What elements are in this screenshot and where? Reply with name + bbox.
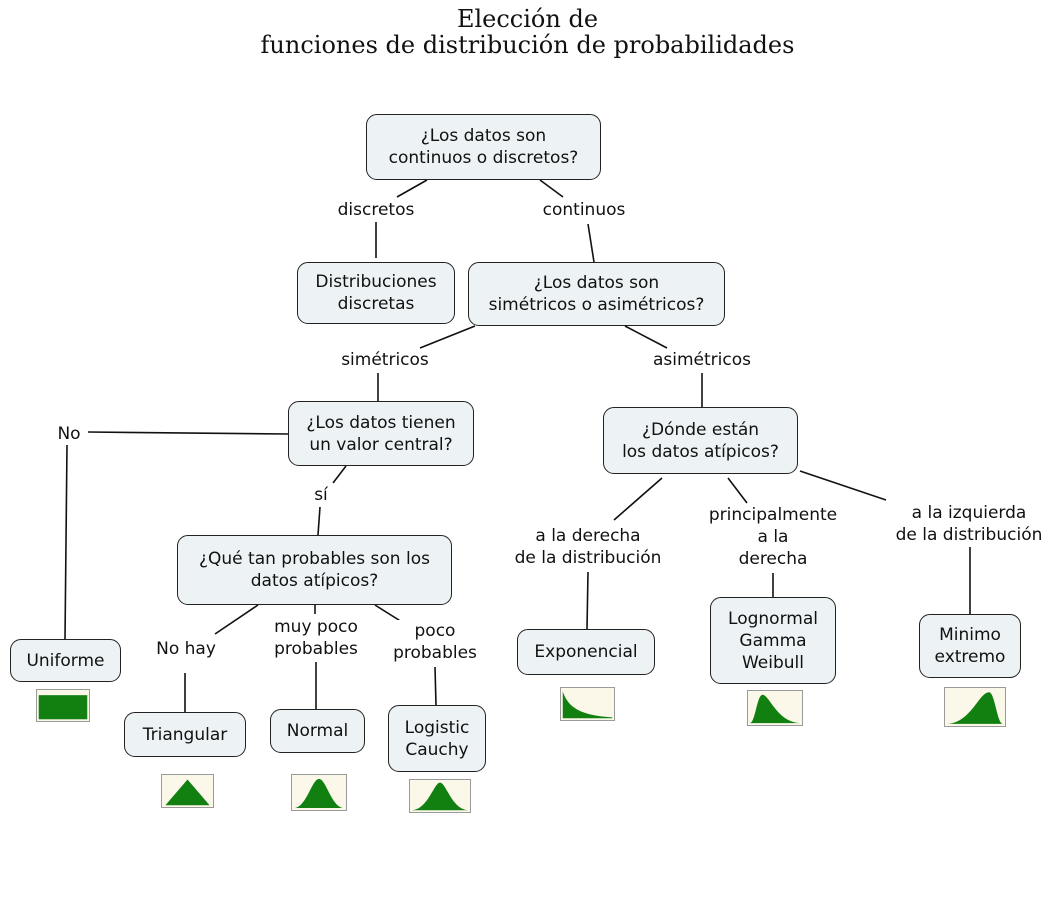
label-si: sí	[305, 484, 337, 506]
node-triangular: Triangular	[124, 712, 246, 757]
node-minimum-extreme: Minimo extremo	[919, 614, 1021, 678]
label-no-hay: No hay	[148, 638, 224, 660]
edge-central-si	[332, 465, 347, 484]
triangular-shape-icon	[161, 774, 214, 808]
label-discretos: discretos	[326, 199, 426, 221]
node-uniform: Uniforme	[10, 639, 121, 682]
edge-si-node	[317, 506, 321, 536]
label-derecha-distribucion: a la derecha de la distribución	[503, 525, 673, 569]
edge-root-discretos	[396, 179, 428, 198]
edge-central-no	[87, 431, 289, 435]
edge-derecha-exponential	[586, 571, 589, 630]
node-central-value: ¿Los datos tienen un valor central?	[288, 401, 474, 466]
node-discrete-distributions: Distribuciones discretas	[297, 262, 455, 324]
node-logistic-cauchy: Logistic Cauchy	[388, 705, 486, 772]
edge-prob-poco	[374, 604, 403, 623]
minimum-extreme-curve-icon	[944, 687, 1006, 727]
label-asimetricos: asimétricos	[640, 349, 764, 371]
edge-sym-simetricos	[419, 325, 476, 349]
edge-root-continuos	[539, 179, 564, 198]
node-lognormal-gamma-weibull: Lognormal Gamma Weibull	[710, 597, 836, 684]
normal-curve-icon	[291, 774, 347, 811]
edge-where-principal	[727, 477, 748, 504]
exponential-curve-icon	[560, 687, 615, 721]
node-exponential: Exponencial	[517, 629, 655, 675]
edge-continuos-node	[587, 223, 595, 263]
edge-poco-logistic	[434, 666, 437, 706]
label-muy-poco-probables: muy poco probables	[262, 616, 370, 660]
node-outlier-location: ¿Dónde están los datos atípicos?	[603, 407, 798, 474]
label-izquierda-distribucion: a la izquierda de la distribución	[883, 502, 1055, 546]
label-no: No	[50, 423, 88, 445]
label-simetricos: simétricos	[330, 349, 440, 371]
edge-sym-asimetricos	[624, 325, 668, 349]
label-poco-probables: poco probables	[384, 620, 486, 664]
diagram-title-line-2: funciones de distribución de probabilida…	[260, 31, 795, 59]
diagram-title-line-1: Elección de	[456, 5, 599, 33]
edge-no-uniform	[64, 444, 68, 640]
edge-where-izquierda	[799, 470, 887, 501]
node-normal: Normal	[270, 709, 365, 753]
lognormal-curve-icon	[747, 690, 803, 726]
edge-prob-nohay	[214, 604, 259, 635]
edge-where-derecha	[613, 477, 663, 521]
logistic-curve-icon	[409, 779, 471, 813]
uniform-shape-icon	[36, 689, 90, 722]
node-outlier-probability: ¿Qué tan probables son los datos atípico…	[177, 535, 452, 605]
node-symmetric-or-asymmetric: ¿Los datos son simétricos o asimétricos?	[468, 262, 725, 326]
label-principalmente-derecha: principalmente a la derecha	[697, 504, 849, 570]
label-continuos: continuos	[532, 199, 636, 221]
node-continuous-or-discrete: ¿Los datos son continuos o discretos?	[366, 114, 601, 180]
